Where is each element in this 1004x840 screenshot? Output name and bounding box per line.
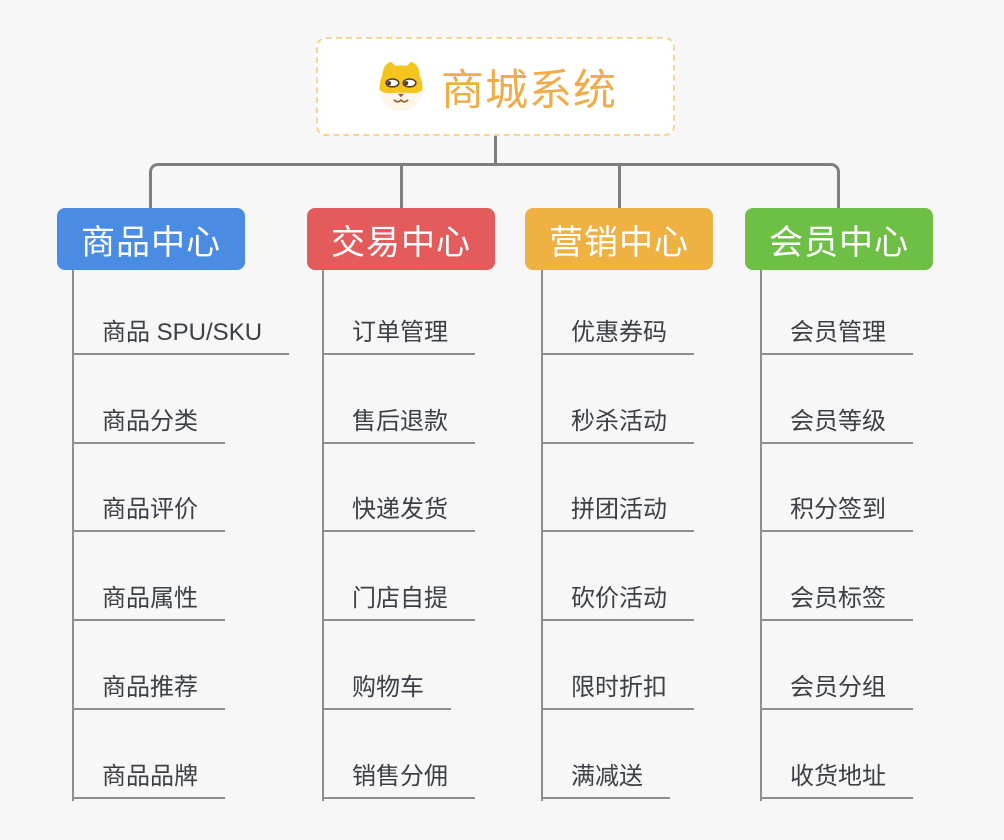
- subtopic-item[interactable]: 积分签到: [760, 444, 913, 533]
- subtopic-item[interactable]: 限时折扣: [541, 621, 694, 710]
- subtopic-label: 商品评价: [102, 496, 198, 524]
- connector-root-stem: [494, 136, 497, 166]
- connector-drop-trade: [400, 164, 403, 208]
- subtopic-item[interactable]: 会员等级: [760, 355, 913, 444]
- branch-node-product-center[interactable]: 商品中心: [57, 208, 245, 270]
- branch-node-marketing-center[interactable]: 营销中心: [525, 208, 713, 270]
- branch-label: 商品中心: [81, 223, 221, 262]
- subtopic-label: 会员等级: [790, 407, 886, 435]
- connector-trunk: [760, 270, 762, 801]
- root-node[interactable]: 商城系统: [316, 37, 675, 136]
- subtopic-item[interactable]: 商品属性: [72, 532, 225, 622]
- subtopic-item[interactable]: 秒杀活动: [541, 355, 694, 444]
- subtopic-label: 积分签到: [790, 496, 886, 524]
- subtopic-label: 限时折扣: [571, 673, 667, 701]
- subtopic-item[interactable]: 销售分佣: [322, 710, 475, 799]
- subtopic-label: 会员标签: [790, 585, 886, 613]
- branch-label: 营销中心: [549, 223, 689, 262]
- subtopic-label: 会员分组: [790, 673, 886, 701]
- branch-label: 交易中心: [331, 223, 471, 262]
- connector-trunk: [541, 270, 543, 801]
- subtopic-label: 购物车: [352, 673, 424, 701]
- subtopic-item[interactable]: 砍价活动: [541, 532, 694, 622]
- subtopic-item[interactable]: 订单管理: [322, 266, 475, 355]
- subtopic-item[interactable]: 收货地址: [760, 710, 913, 799]
- subtree-product-center: 商品 SPU/SKU 商品分类 商品评价 商品属性 商品推荐 商品品牌: [72, 266, 290, 801]
- subtopic-item[interactable]: 门店自提: [322, 532, 475, 622]
- dog-icon: [379, 61, 423, 111]
- connector-drop-marketing: [618, 164, 621, 208]
- subtopic-label: 商品 SPU/SKU: [102, 318, 263, 346]
- subtopic-label: 商品推荐: [102, 673, 198, 701]
- subtopic-item[interactable]: 商品 SPU/SKU: [72, 266, 290, 355]
- subtopic-label: 砍价活动: [571, 585, 667, 613]
- subtopic-label: 秒杀活动: [571, 407, 667, 435]
- subtopic-item[interactable]: 拼团活动: [541, 444, 694, 533]
- subtopic-label: 满减送: [571, 762, 643, 790]
- branch-node-trade-center[interactable]: 交易中心: [307, 208, 495, 270]
- subtopic-label: 商品属性: [102, 585, 198, 613]
- subtopic-item[interactable]: 快递发货: [322, 444, 475, 533]
- subtopic-label: 优惠券码: [571, 318, 667, 346]
- subtopic-item[interactable]: 会员标签: [760, 532, 913, 622]
- subtopic-label: 会员管理: [790, 318, 886, 346]
- root-title: 商城系统: [441, 66, 617, 115]
- branch-node-member-center[interactable]: 会员中心: [745, 208, 933, 270]
- connector-trunk: [72, 270, 74, 801]
- subtopic-label: 销售分佣: [352, 762, 448, 790]
- subtopic-item[interactable]: 商品评价: [72, 444, 225, 533]
- subtopic-item[interactable]: 优惠券码: [541, 266, 694, 355]
- subtopic-item[interactable]: 会员分组: [760, 621, 913, 710]
- connector-trunk: [322, 270, 324, 801]
- subtopic-item[interactable]: 满减送: [541, 710, 670, 799]
- subtree-trade-center: 订单管理 售后退款 快递发货 门店自提 购物车 销售分佣: [322, 266, 475, 801]
- subtopic-label: 收货地址: [790, 762, 886, 790]
- subtopic-label: 快递发货: [352, 496, 448, 524]
- subtopic-item[interactable]: 商品品牌: [72, 710, 225, 799]
- subtopic-label: 商品品牌: [102, 762, 198, 790]
- subtopic-label: 门店自提: [352, 585, 448, 613]
- subtopic-item[interactable]: 购物车: [322, 621, 451, 710]
- subtopic-label: 订单管理: [352, 318, 448, 346]
- subtree-member-center: 会员管理 会员等级 积分签到 会员标签 会员分组 收货地址: [760, 266, 913, 801]
- subtree-marketing-center: 优惠券码 秒杀活动 拼团活动 砍价活动 限时折扣 满减送: [541, 266, 694, 801]
- subtopic-label: 商品分类: [102, 407, 198, 435]
- subtopic-item[interactable]: 售后退款: [322, 355, 475, 444]
- connector-bracket: [149, 163, 840, 208]
- subtopic-item[interactable]: 商品推荐: [72, 621, 225, 710]
- subtopic-item[interactable]: 会员管理: [760, 266, 913, 355]
- subtopic-item[interactable]: 商品分类: [72, 355, 225, 444]
- branch-label: 会员中心: [769, 223, 909, 262]
- subtopic-label: 售后退款: [352, 407, 448, 435]
- subtopic-label: 拼团活动: [571, 496, 667, 524]
